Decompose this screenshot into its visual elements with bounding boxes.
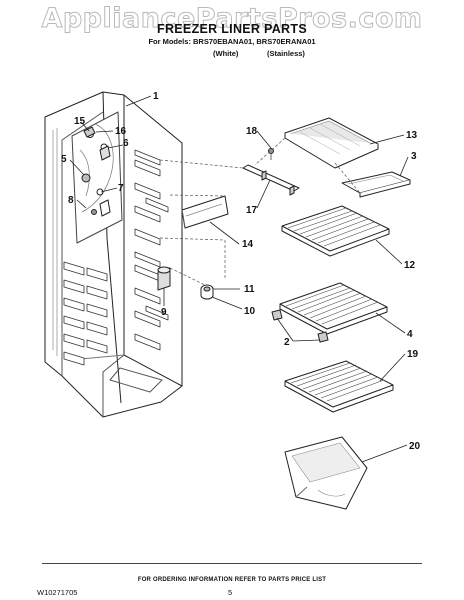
callout-2: 2	[284, 337, 290, 348]
color-stainless-label: (Stainless)	[267, 49, 305, 58]
document-number: W10271705	[37, 588, 78, 597]
color-white-label: (White)	[213, 49, 239, 58]
callout-7: 7	[118, 183, 124, 194]
part-13-shelf	[284, 117, 379, 169]
freezer-liner	[44, 91, 183, 418]
callout-4: 4	[407, 329, 413, 340]
models-line: For Models: BRS70EBANA01, BRS70ERANA01	[148, 37, 316, 46]
callout-10: 10	[244, 306, 256, 317]
part-19-wire-shelf	[284, 360, 394, 413]
callout-11: 11	[244, 284, 255, 295]
callout-3: 3	[411, 151, 417, 162]
callout-12: 12	[404, 260, 416, 271]
part-12-wire-shelf	[281, 205, 390, 257]
watermark-text: AppliancePartsPros.com	[41, 3, 423, 35]
callout-18: 18	[246, 126, 258, 137]
callout-9: 9	[161, 307, 167, 318]
callout-8: 8	[68, 195, 74, 206]
callout-15: 15	[74, 116, 86, 127]
callout-14: 14	[242, 239, 254, 250]
callout-17: 17	[246, 205, 258, 216]
ordering-note: FOR ORDERING INFORMATION REFER TO PARTS …	[137, 577, 327, 583]
page-number: 5	[228, 588, 233, 597]
callout-6: 6	[123, 138, 129, 149]
part-17-18-support	[242, 148, 300, 196]
callout-20: 20	[409, 441, 421, 452]
part-20-bin	[284, 436, 368, 510]
callout-13: 13	[406, 130, 418, 141]
part-14-cover	[181, 195, 229, 229]
part-10-11-fitting	[200, 284, 214, 300]
part-4-wire-shelf	[271, 282, 388, 343]
page-title: FREEZER LINER PARTS	[157, 22, 307, 36]
callout-19: 19	[407, 349, 419, 360]
callout-5: 5	[61, 154, 67, 165]
callout-1: 1	[153, 91, 159, 102]
footer-divider	[42, 563, 422, 564]
callout-16: 16	[115, 126, 127, 137]
part-3-pan	[341, 171, 411, 198]
